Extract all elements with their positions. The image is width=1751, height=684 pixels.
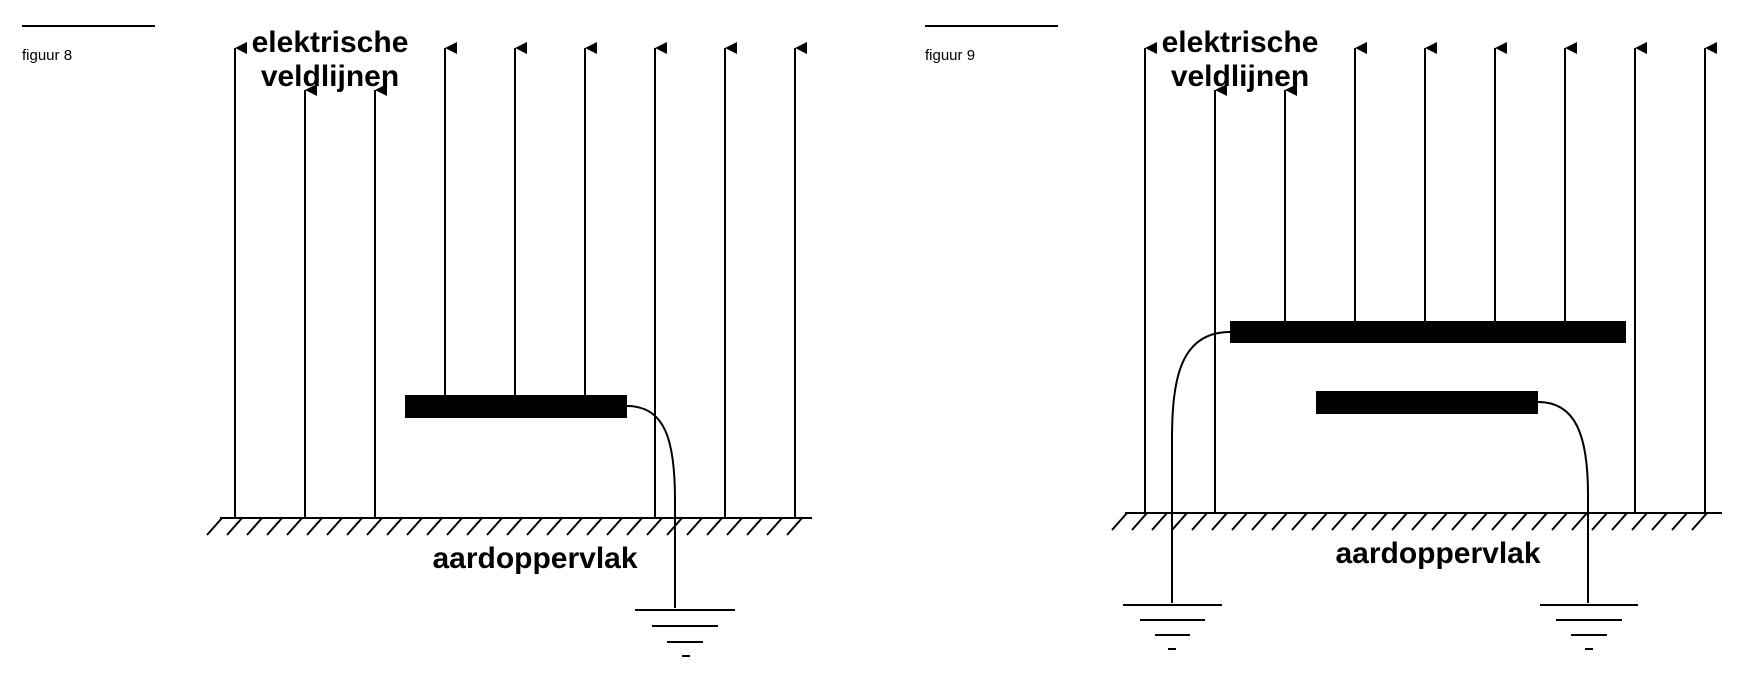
conducting-plate bbox=[405, 395, 627, 418]
upper-plate-earth-wire bbox=[1171, 331, 1231, 603]
ground-symbol bbox=[1123, 604, 1222, 650]
figure-caption: figuur 9 bbox=[925, 47, 975, 64]
earth-wire bbox=[626, 405, 676, 608]
ground-symbol bbox=[1540, 604, 1638, 650]
figure-8: figuur 8 elektrische veldlijnen bbox=[22, 25, 812, 657]
field-lines-label-line1: elektrische bbox=[252, 26, 409, 59]
ground-hatching bbox=[1111, 512, 1708, 531]
lower-conducting-plate bbox=[1316, 391, 1538, 414]
field-lines-label-line1: elektrische bbox=[1162, 26, 1319, 59]
figure-9: figuur 9 elektrische veldlijnen bbox=[925, 25, 1722, 650]
lower-plate-earth-wire bbox=[1537, 401, 1589, 603]
ground-surface-label: aardoppervlak bbox=[1335, 537, 1540, 570]
field-lines-label-line2: veldlijnen bbox=[1171, 60, 1309, 93]
ground-surface-label: aardoppervlak bbox=[432, 542, 637, 575]
ground-hatching bbox=[206, 517, 803, 536]
field-lines-label-line2: veldlijnen bbox=[261, 60, 399, 93]
figure-caption: figuur 8 bbox=[22, 47, 72, 64]
upper-conducting-plate bbox=[1230, 321, 1626, 343]
ground-symbol bbox=[635, 609, 735, 657]
